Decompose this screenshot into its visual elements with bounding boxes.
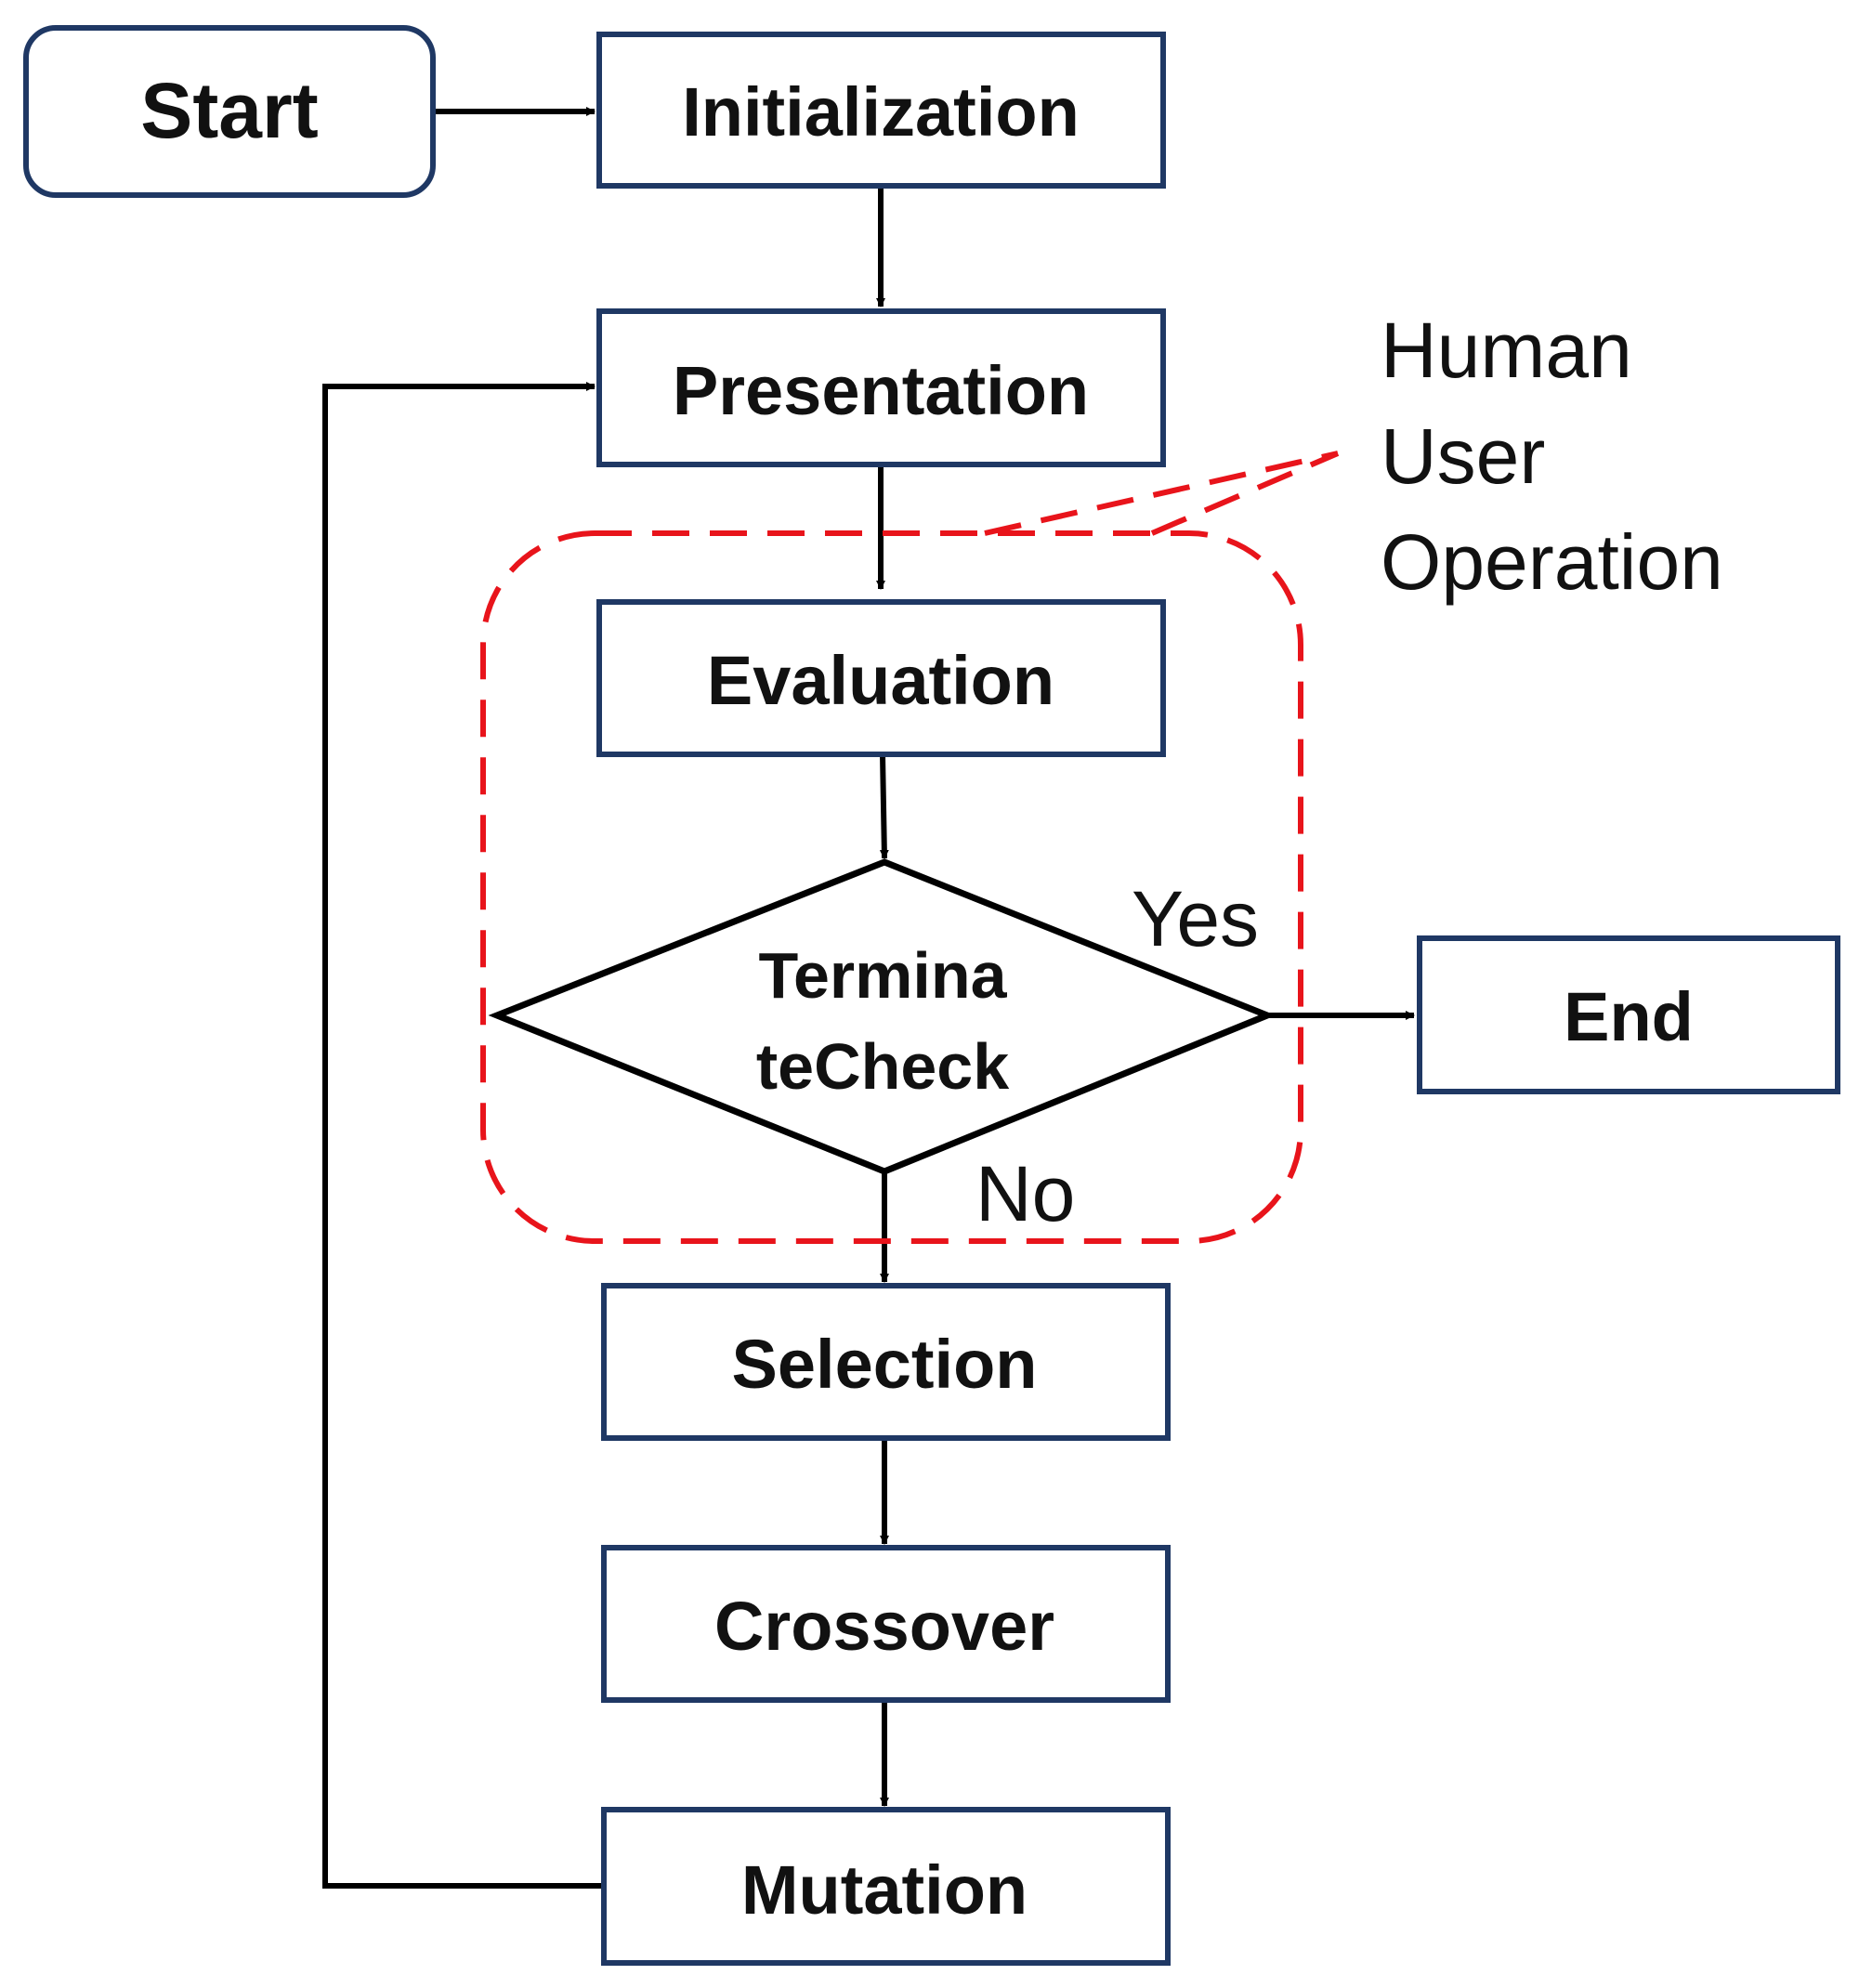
end-node: End: [1417, 935, 1840, 1094]
annotation-line-operation: Operation: [1381, 518, 1723, 606]
end-label: End: [1564, 978, 1694, 1055]
annotation-line-human: Human: [1381, 307, 1632, 394]
initialization-node: Initialization: [596, 32, 1166, 189]
human-operation-region: [480, 451, 1340, 1244]
terminate-check-label-line1: Termina: [758, 939, 1007, 1012]
mutation-node: Mutation: [601, 1807, 1171, 1966]
presentation-label: Presentation: [673, 352, 1089, 429]
yes-label: Yes: [1132, 875, 1259, 962]
loop-mutation-to-presentation: [322, 382, 604, 1889]
connectors: [322, 107, 1415, 1889]
human-operation-dashed-box: [480, 530, 1303, 1244]
presentation-node: Presentation: [596, 308, 1166, 467]
start-node: Start: [23, 25, 436, 198]
annotation-leader-line-2: [1150, 451, 1340, 536]
crossover-label: Crossover: [714, 1588, 1054, 1665]
evaluation-node: Evaluation: [596, 599, 1166, 757]
annotation-leader-line-1: [984, 451, 1339, 536]
crossover-node: Crossover: [601, 1545, 1171, 1703]
terminate-check-node: Termina teCheck: [488, 858, 1276, 1175]
terminate-check-label-line2: teCheck: [756, 1030, 1009, 1103]
mutation-label: Mutation: [741, 1851, 1028, 1929]
start-label: Start: [140, 67, 318, 154]
annotation-line-user: User: [1381, 412, 1545, 500]
selection-label: Selection: [732, 1326, 1038, 1403]
selection-node: Selection: [601, 1283, 1171, 1441]
arrow-evaluation-to-check: [879, 753, 889, 859]
evaluation-label: Evaluation: [707, 642, 1054, 719]
no-label: No: [975, 1150, 1075, 1237]
initialization-label: Initialization: [682, 73, 1080, 150]
